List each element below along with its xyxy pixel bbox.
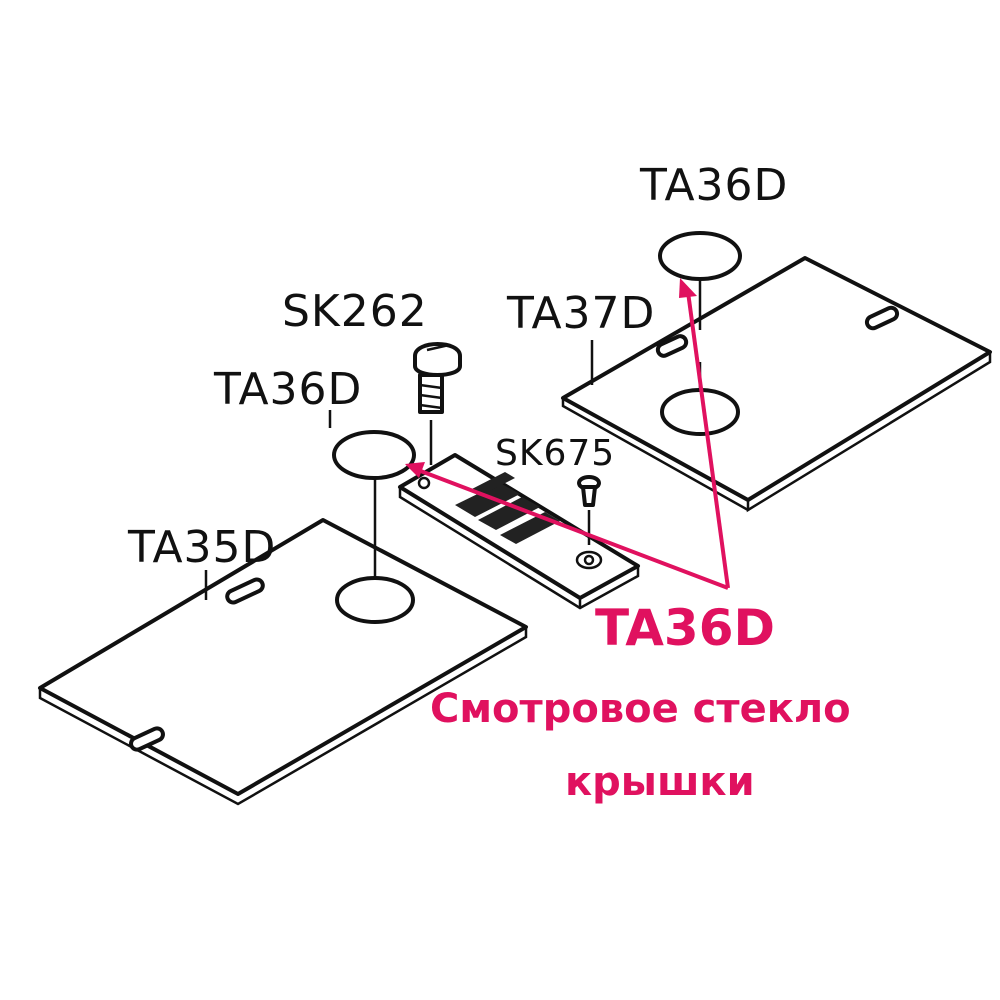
label-ta37d: TA37D xyxy=(506,288,655,339)
label-ta35d: TA35D xyxy=(127,522,276,573)
label-sk262: SK262 xyxy=(282,286,428,337)
glass-disk-left xyxy=(332,430,416,480)
glass-disk-top xyxy=(658,231,742,281)
screw-sk262 xyxy=(413,342,462,465)
highlight-description-line1: Смотровое стекло xyxy=(430,686,851,732)
highlight-part-code: TA36D xyxy=(595,599,775,657)
highlight-description-line2: крышки xyxy=(565,759,755,805)
label-sk675: SK675 xyxy=(495,433,615,474)
screw-sk675 xyxy=(577,475,601,545)
needle-plate xyxy=(398,453,640,610)
label-ta36d-left: TA36D xyxy=(213,364,362,415)
label-ta36d-top: TA36D xyxy=(639,160,788,211)
cover-plate-ta35d xyxy=(38,478,528,806)
highlight-arrows xyxy=(405,278,730,590)
